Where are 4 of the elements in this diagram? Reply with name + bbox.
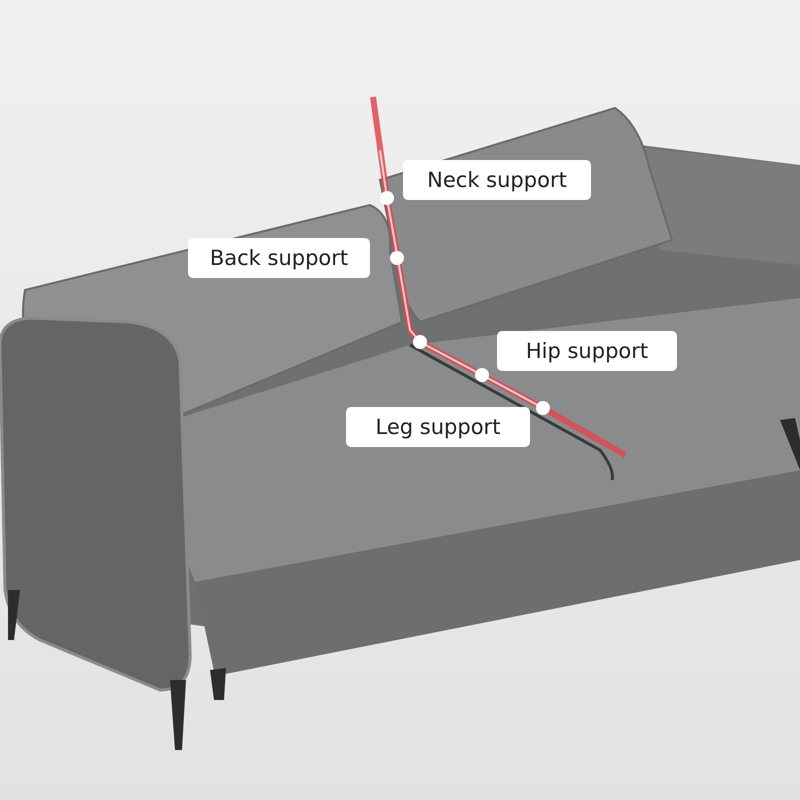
callout-label: Hip support: [497, 331, 677, 371]
callout-label: Neck support: [403, 160, 591, 200]
callout-label: Back support: [188, 238, 370, 278]
callout-label: Leg support: [346, 407, 530, 447]
